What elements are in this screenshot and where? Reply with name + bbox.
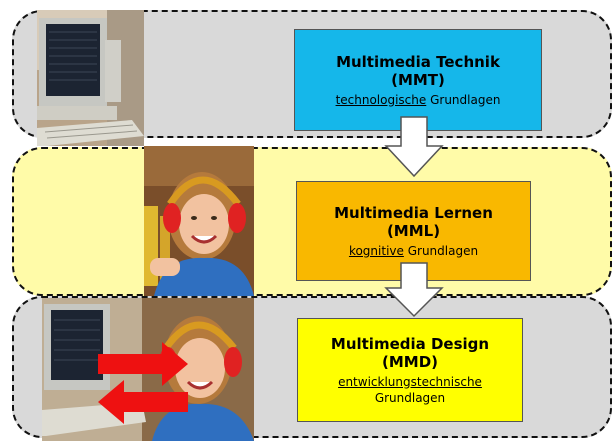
mmd-abbrev: (MMD) xyxy=(381,352,438,371)
mml-subtitle: kognitive Grundlagen xyxy=(348,243,479,258)
layer-box-mmt: Multimedia Technik (MMT) technologische … xyxy=(294,29,542,131)
mmt-subtitle: technologische Grundlagen xyxy=(335,92,501,107)
down-arrow-icon xyxy=(384,116,444,178)
arrow-left-icon xyxy=(98,380,188,424)
mml-abbrev: (MML) xyxy=(386,221,441,240)
mml-title: Multimedia Lernen xyxy=(334,203,493,222)
mmd-title: Multimedia Design xyxy=(330,334,490,353)
down-arrow-icon xyxy=(384,262,444,318)
computer-photo xyxy=(37,10,144,146)
mmt-abbrev: (MMT) xyxy=(391,70,445,89)
child-with-headphones-photo xyxy=(144,146,254,296)
computer-and-child-photo xyxy=(42,298,254,441)
mmt-title: Multimedia Technik xyxy=(336,52,500,71)
layer-box-mmd: Multimedia Design (MMD) entwicklungstech… xyxy=(297,318,523,422)
arrow-right-icon xyxy=(98,342,188,386)
